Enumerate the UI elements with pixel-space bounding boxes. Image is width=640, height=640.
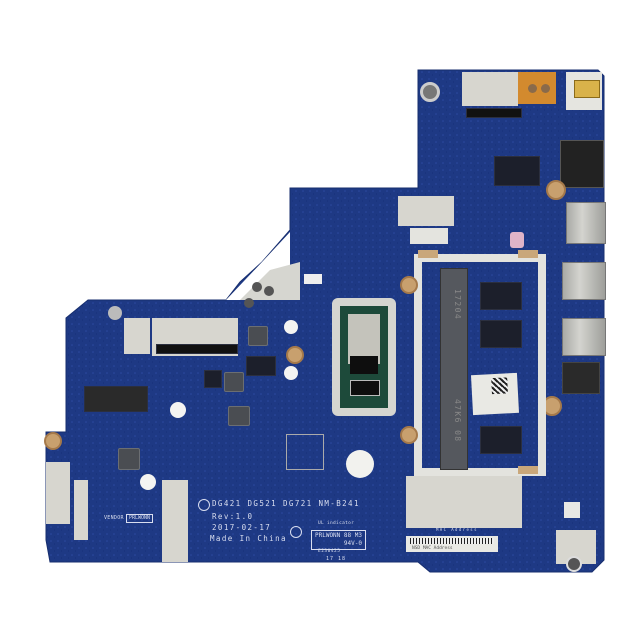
mosfet (204, 370, 222, 388)
date-code: 17 18 (326, 556, 347, 562)
connector-pad (46, 462, 70, 524)
ul-box-line1: PRLWONN 88 M3 (315, 532, 362, 539)
hole (284, 366, 298, 380)
inductor (118, 448, 140, 470)
copper-pad (518, 72, 556, 104)
small-connector (304, 274, 322, 284)
m2-slot (84, 386, 148, 412)
display-connector (466, 108, 522, 118)
qr-sticker (410, 228, 448, 244)
model-line: DG421 DG521 DG721 NM-B241 (212, 499, 360, 508)
usb-port-2 (562, 318, 606, 356)
pad-hole (541, 84, 550, 93)
mounting-hole (420, 82, 440, 102)
hdmi-port (566, 202, 606, 244)
inductor (228, 406, 250, 426)
lan-controller-chip (494, 156, 540, 186)
hole (244, 298, 254, 308)
slot-marking-top: 17204 (453, 289, 462, 321)
cpu-die (348, 314, 380, 364)
recycle-icon (290, 526, 302, 538)
connector-pad (518, 466, 538, 474)
revision: Rev:1.0 (212, 512, 254, 521)
ram-slot-frame (414, 254, 546, 476)
barcode (410, 538, 494, 544)
pad (124, 318, 150, 354)
hole (252, 282, 262, 292)
qr-sticker (564, 502, 580, 518)
mac-sticker-title: MAC Address (436, 527, 478, 532)
ul-box-line2: 94V-0 (343, 539, 362, 547)
edp-connector (156, 344, 238, 354)
connector-area (398, 196, 454, 226)
inductor (224, 372, 244, 392)
slot-marking-bottom: 47K6 08 (453, 399, 462, 443)
rj45-port (560, 140, 604, 188)
date: 2017-02-17 (212, 523, 272, 532)
pad (162, 480, 188, 562)
screw-hole (108, 306, 122, 320)
capacitor (510, 232, 524, 248)
screw-pad (546, 180, 566, 200)
logo-icon (198, 499, 210, 511)
hole (284, 320, 298, 334)
sodimm-slot: 17204 47K6 08 (440, 268, 468, 470)
memory-chip (480, 426, 522, 454)
pch-die (350, 380, 380, 396)
mac-sticker-text: NSD MAC Address (412, 546, 453, 551)
vendor-label: VENDOR (104, 515, 124, 521)
qr-code (491, 377, 508, 395)
screw-pad (44, 432, 62, 450)
capacitor (248, 326, 268, 346)
connector-pad (418, 250, 438, 258)
ram-sticker (470, 372, 520, 416)
fpc-connector-pad (462, 72, 518, 106)
cpu-die-dark (350, 356, 378, 374)
origin: Made In China (210, 534, 287, 543)
screw-pad (400, 426, 418, 444)
vendor-value: PRLWONN (126, 514, 154, 523)
mac-sticker: NSD MAC Address (406, 536, 498, 552)
label-area (406, 476, 522, 528)
hole (140, 474, 156, 490)
screw-pad (286, 346, 304, 364)
screw-hole (566, 556, 582, 572)
hole (170, 402, 186, 418)
pad (74, 480, 88, 540)
memory-chip (480, 320, 522, 348)
mounting-hole (346, 450, 374, 478)
ul-box: PRLWONN 88 M3 94V-0 (311, 530, 366, 550)
connector-pad (518, 250, 538, 258)
ul-code: E230425 (318, 549, 341, 554)
hole (264, 286, 274, 296)
ul-indicator: UL indicator (318, 521, 355, 526)
usb-port-1 (562, 262, 606, 300)
mosfet (246, 356, 276, 376)
screw-pad (400, 276, 418, 294)
memory-chip (480, 282, 522, 310)
audio-jack (562, 362, 600, 394)
fan-connector (286, 434, 324, 470)
pad-hole (528, 84, 537, 93)
dc-jack (574, 80, 600, 98)
